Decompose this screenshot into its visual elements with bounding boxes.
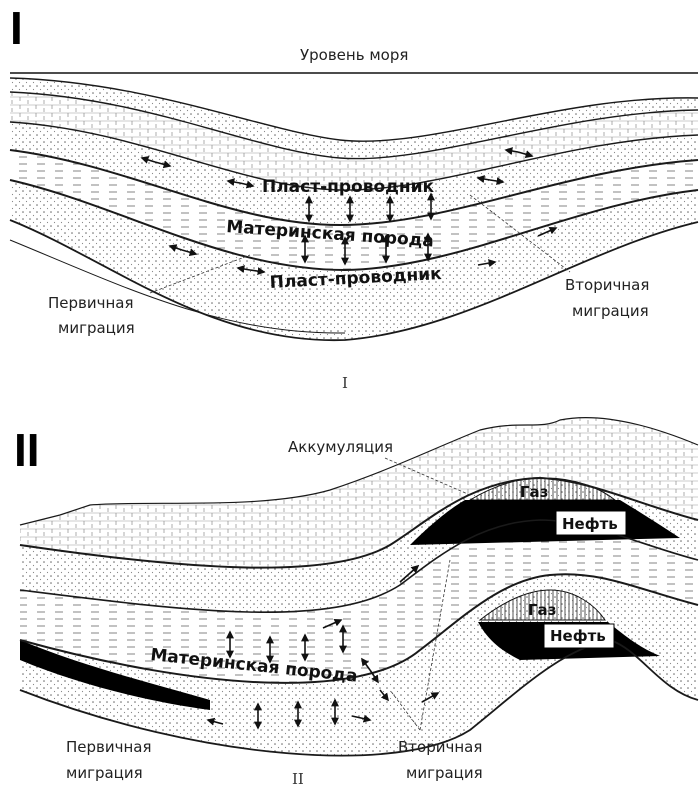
panel-one-roman: I [10, 2, 23, 54]
secondary-migration-label-2: миграция [572, 302, 649, 320]
carrier-bed-top-label: Пласт-проводник [262, 177, 435, 197]
primary-migration-label-1: Первичная [48, 294, 134, 312]
panel-two-primary-migration-1: Первичная [66, 738, 152, 756]
panel-two: II Газ Нефть Газ Нефть Аккумуляция [14, 418, 698, 788]
panel-one-subcaption: I [342, 374, 348, 392]
oil-label-upper: Нефть [562, 515, 618, 533]
panel-one: I Уровень моря [10, 2, 698, 392]
primary-migration-label-2: миграция [58, 319, 135, 337]
panel-two-secondary-migration-2: миграция [406, 764, 483, 782]
gas-label-lower: Газ [528, 601, 556, 619]
panel-two-primary-migration-2: миграция [66, 764, 143, 782]
panel-two-roman: II [14, 424, 40, 476]
secondary-migration-label-1: Вторичная [565, 276, 649, 294]
oil-label-lower: Нефть [550, 627, 606, 645]
sea-level-label: Уровень моря [300, 46, 408, 64]
panel-two-secondary-migration-1: Вторичная [398, 738, 482, 756]
gas-label-upper: Газ [520, 483, 548, 501]
panel-two-subcaption: II [292, 770, 304, 788]
accumulation-label: Аккумуляция [288, 438, 393, 456]
